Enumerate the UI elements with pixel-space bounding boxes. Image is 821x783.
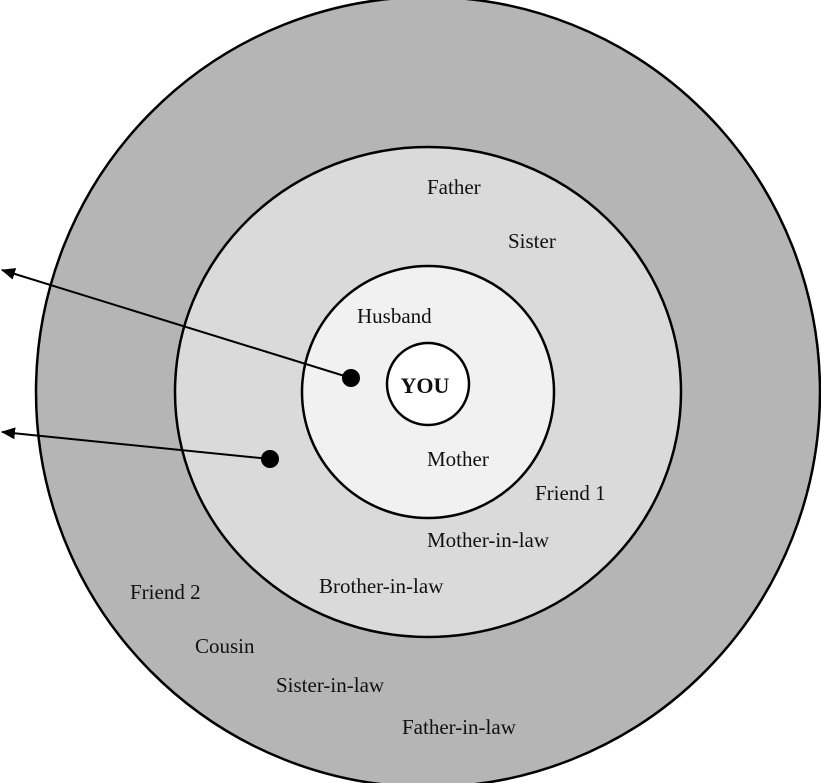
member-label-brother-in-law: Brother-in-law <box>319 574 444 598</box>
member-label-mother-in-law: Mother-in-law <box>427 528 550 552</box>
member-label-cousin: Cousin <box>195 634 255 658</box>
center-circle <box>385 341 471 427</box>
middle-circle-arrow <box>1 427 271 460</box>
member-label-friend-1: Friend 1 <box>535 481 606 505</box>
member-label-husband: Husband <box>357 304 432 328</box>
member-label-sister: Sister <box>508 229 556 253</box>
middle-circle-arrow-dot <box>261 450 279 468</box>
center-label: YOU <box>401 373 450 398</box>
member-label-friend-2: Friend 2 <box>130 580 201 604</box>
member-label-mother: Mother <box>427 447 489 471</box>
member-label-father: Father <box>427 175 481 199</box>
member-label-sister-in-law: Sister-in-law <box>276 673 385 697</box>
inner-circle-arrow-dot <box>342 369 360 387</box>
inner-circle-arrow <box>1 268 352 379</box>
member-label-father-in-law: Father-in-law <box>402 715 517 739</box>
